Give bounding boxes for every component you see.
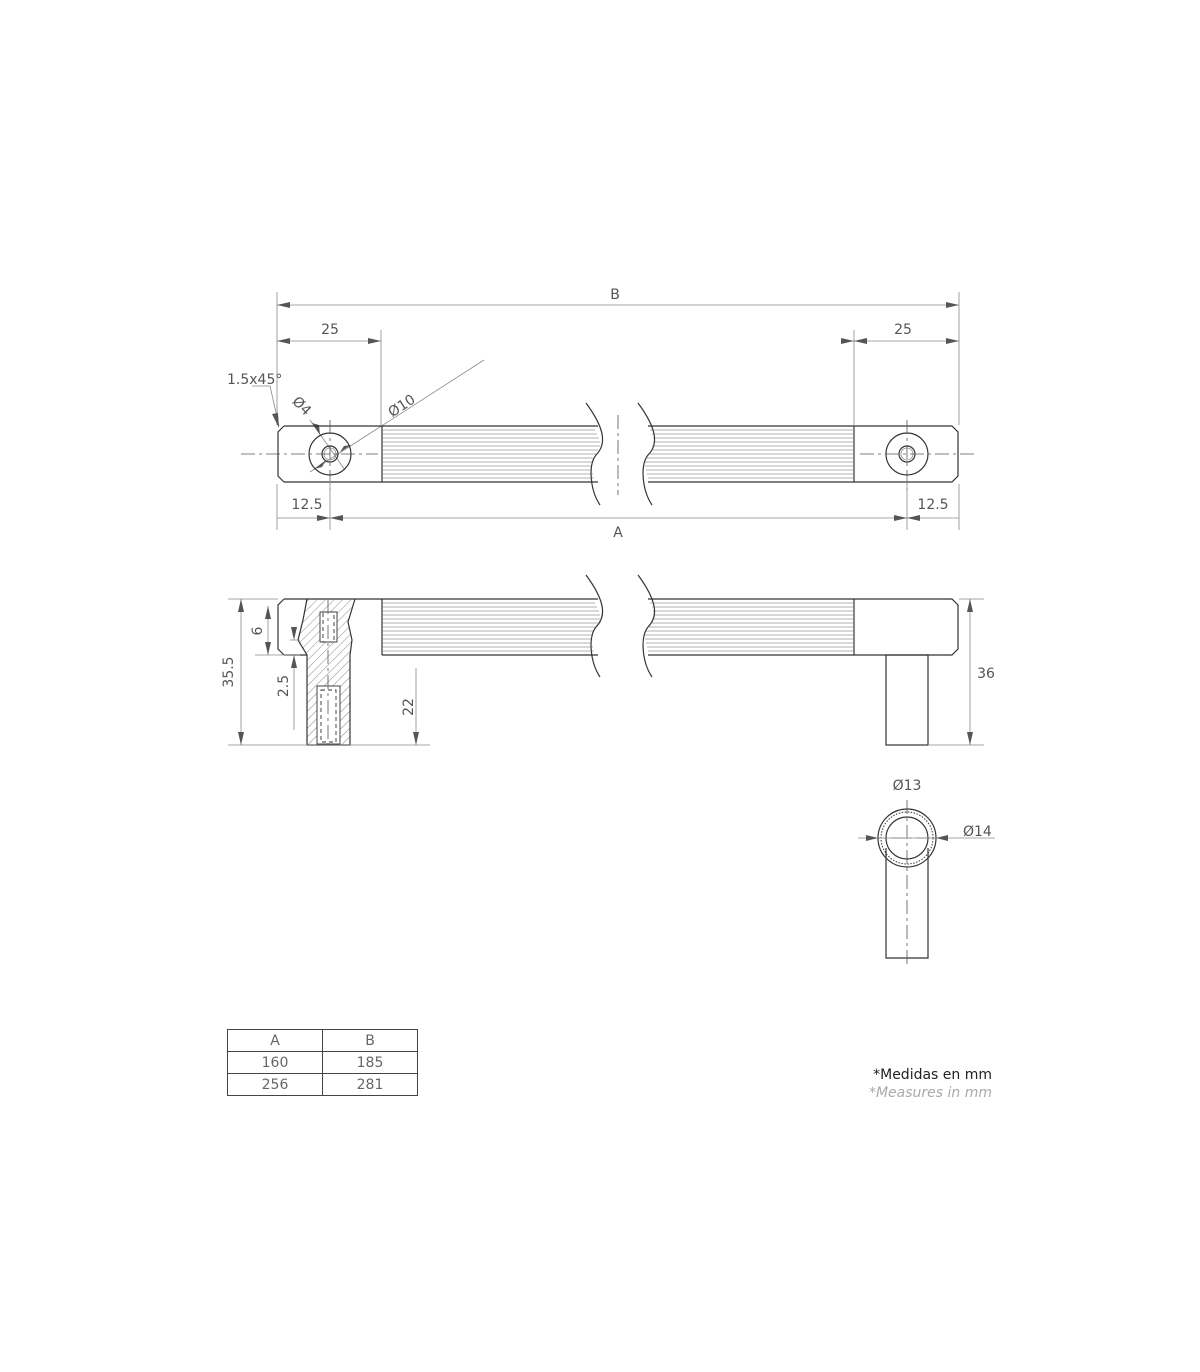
leg-right [885,654,929,746]
top-view: B 25 25 1.5x45° [227,287,978,541]
label-dia-14: Ø14 [963,824,992,840]
label-dia-13: Ø13 [893,778,922,794]
bar-outline-top [277,402,959,506]
dimension-hole: Ø4 Ø10 [289,359,485,473]
label-25-left: 25 [321,322,339,338]
table-header-row: A B [227,1029,418,1052]
dimension-a: 12.5 12.5 A [276,476,960,541]
table-row: 160 185 [227,1051,418,1074]
table-cell: 185 [322,1051,418,1074]
label-chamfer: 1.5x45° [227,372,282,388]
label-12-5-left: 12.5 [291,497,322,513]
size-table: A B 160 185 256 281 [227,1029,418,1096]
dimension-side-right: 36 [928,598,995,746]
hole-left [241,420,378,490]
section-left [297,598,356,750]
hole-right [860,420,978,490]
table-cell: 160 [227,1051,323,1074]
flutes-top-right [645,429,853,479]
label-a: A [613,525,623,541]
end-view: Ø13 Ø14 [858,778,995,965]
label-36: 36 [977,666,995,682]
dimension-b: B [276,287,960,425]
label-6: 6 [250,626,266,635]
table-header-b: B [322,1029,418,1052]
label-b: B [610,287,620,303]
dimension-end-left: 25 [277,322,382,425]
table-header-a: A [227,1029,323,1052]
label-35-5: 35.5 [221,656,237,687]
label-dia-10: Ø10 [386,392,419,421]
label-2-5: 2.5 [276,675,292,697]
dimension-chamfer: 1.5x45° [227,372,282,428]
dimension-end-right: 25 [841,322,959,425]
label-25-right: 25 [894,322,912,338]
label-dia-4: Ø4 [289,394,314,419]
dimension-side-left: 35.5 6 2.5 22 [221,598,430,746]
label-12-5-right: 12.5 [917,497,948,513]
table-cell: 256 [227,1073,323,1096]
note-spanish: *Medidas en mm [873,1067,992,1083]
flutes-side [383,602,853,652]
side-view: 35.5 6 2.5 22 36 [221,574,995,750]
table-cell: 281 [322,1073,418,1096]
label-22: 22 [401,698,417,716]
table-row: 256 281 [227,1073,418,1096]
flutes-top-left [383,429,600,479]
note-english: *Measures in mm [868,1085,992,1101]
